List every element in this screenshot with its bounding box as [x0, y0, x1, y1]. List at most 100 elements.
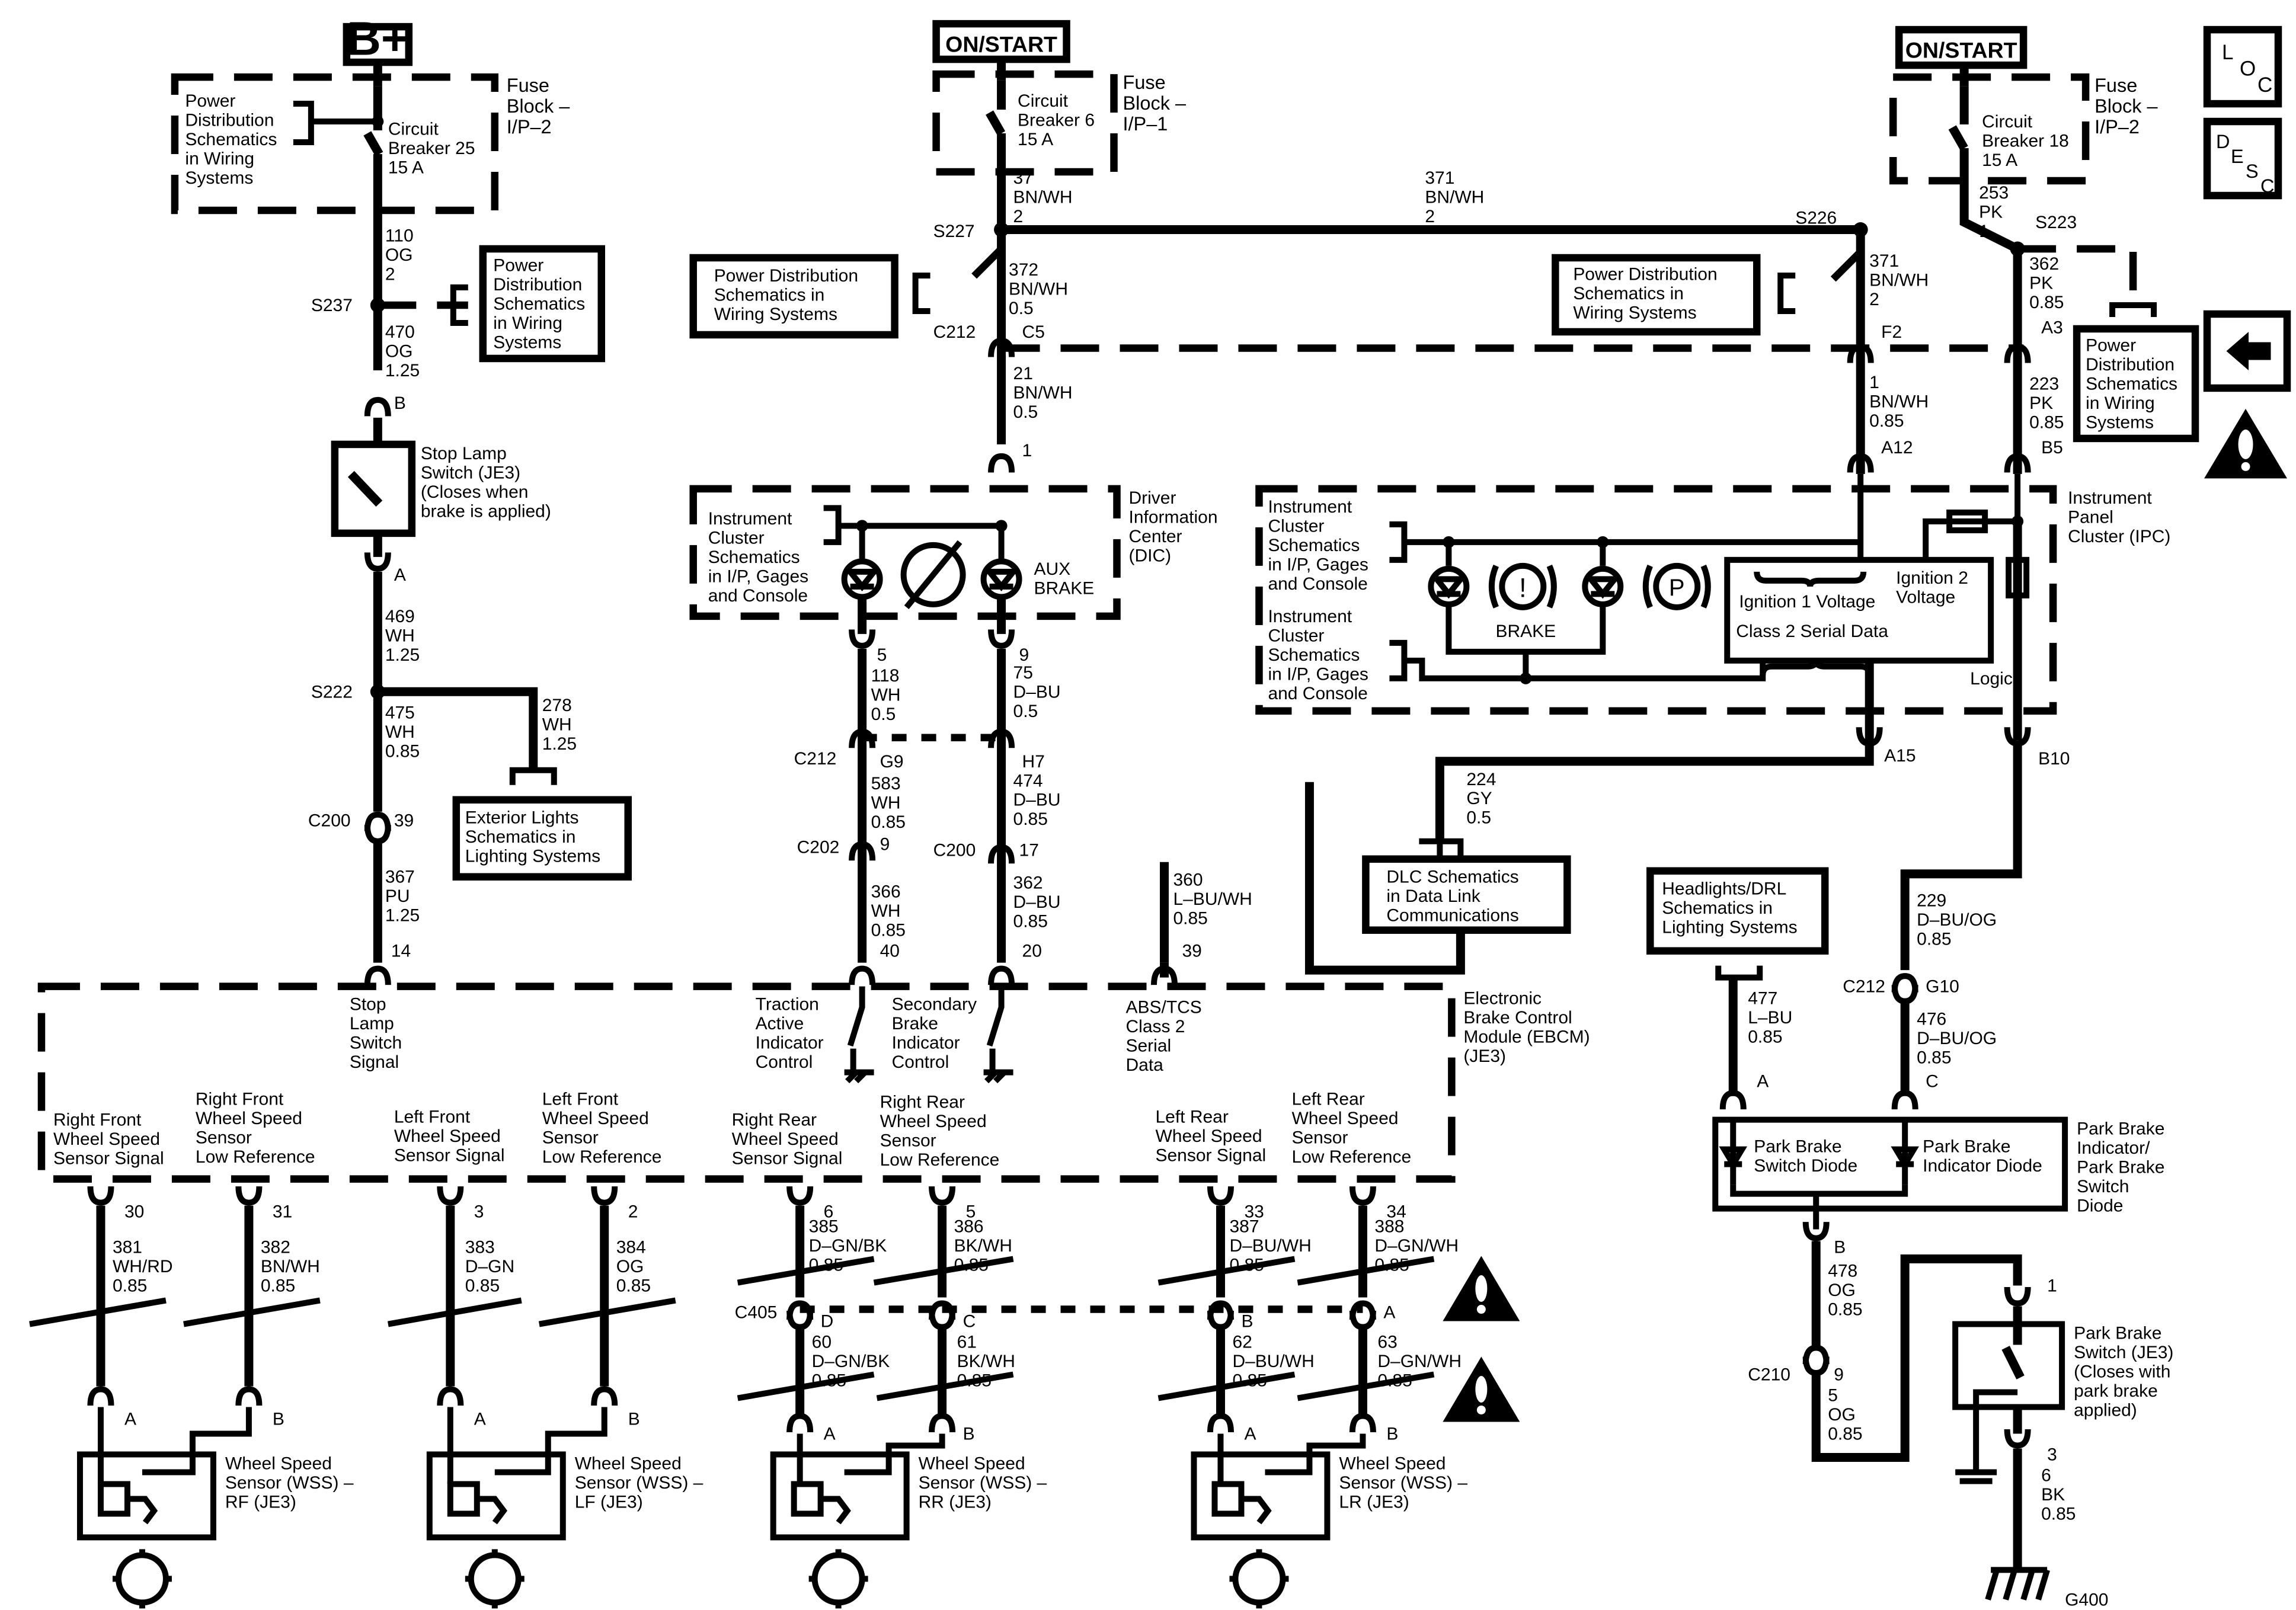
svg-text:Lighting Systems: Lighting Systems — [1662, 918, 1797, 937]
headlights-ref-text: Headlights/DRL Schematics in Lighting Sy… — [1662, 879, 1797, 937]
svg-text:388: 388 — [1374, 1217, 1404, 1237]
svg-text:Switch: Switch — [350, 1033, 402, 1053]
wss-rf: Wheel Speed Sensor (WSS) – RF (JE3) — [76, 1451, 354, 1609]
svg-text:Traction: Traction — [756, 995, 819, 1014]
svg-text:WH: WH — [871, 793, 901, 813]
svg-text:Wheel Speed: Wheel Speed — [732, 1129, 839, 1149]
stop-lamp-switch — [331, 440, 416, 537]
svg-text:Information: Information — [1129, 507, 1218, 527]
svg-text:1.25: 1.25 — [385, 906, 420, 926]
fuse-left-labels: Fuse Block – I/P–2 Power Distribution Sc… — [185, 75, 570, 188]
svg-text:0.85: 0.85 — [1917, 930, 1951, 949]
on-start-box-center: ON/START — [932, 20, 1070, 63]
svg-text:C212: C212 — [1843, 977, 1885, 997]
wss-rr: Wheel Speed Sensor (WSS) – RR (JE3) — [770, 1451, 1047, 1609]
svg-text:Module (EBCM): Module (EBCM) — [1463, 1028, 1590, 1047]
svg-text:(JE3): (JE3) — [1463, 1046, 1506, 1066]
svg-text:0.85: 0.85 — [616, 1276, 651, 1296]
svg-text:Communications: Communications — [1386, 906, 1518, 926]
svg-text:Sensor Signal: Sensor Signal — [394, 1146, 505, 1166]
svg-text:RF (JE3): RF (JE3) — [225, 1492, 296, 1512]
svg-text:P: P — [1669, 575, 1685, 601]
wire-5-og: 5 OG 0.85 — [1828, 1385, 1862, 1443]
svg-text:D: D — [821, 1312, 834, 1331]
svg-text:372: 372 — [1009, 260, 1038, 280]
svg-text:I/P–2: I/P–2 — [507, 116, 552, 137]
headlights-ref[interactable] — [1646, 867, 1829, 955]
exterior-lights-ref[interactable] — [452, 796, 632, 881]
svg-text:Instrument: Instrument — [1268, 607, 1352, 626]
svg-text:C212: C212 — [794, 749, 837, 769]
wire-118: 118 WH 0.5 — [871, 666, 901, 724]
svg-text:0.85: 0.85 — [1748, 1028, 1782, 1047]
svg-text:Sensor: Sensor — [196, 1128, 252, 1148]
svg-text:OG: OG — [385, 341, 413, 361]
svg-text:Wheel Speed: Wheel Speed — [1339, 1454, 1446, 1473]
svg-text:F2: F2 — [1881, 322, 1902, 342]
svg-text:9: 9 — [1019, 645, 1029, 665]
svg-text:A: A — [1757, 1072, 1769, 1092]
svg-text:Signal: Signal — [350, 1052, 399, 1072]
svg-text:LF (JE3): LF (JE3) — [575, 1492, 643, 1512]
desc-icon[interactable]: D E S C — [2203, 117, 2282, 200]
ebcm-label: Electronic Brake Control Module (EBCM) (… — [1463, 989, 1590, 1066]
arrow-left-icon[interactable] — [2203, 310, 2291, 392]
svg-text:ON/START: ON/START — [945, 32, 1057, 57]
wire-360: 360 L–BU/WH 0.85 — [1173, 870, 1252, 929]
svg-text:PK: PK — [2029, 273, 2053, 293]
svg-text:15 A: 15 A — [1018, 130, 1053, 149]
svg-text:Schematics: Schematics — [185, 130, 277, 149]
svg-text:PK: PK — [1979, 203, 2003, 222]
dlc-ref[interactable] — [1362, 855, 1571, 934]
svg-text:223: 223 — [2029, 374, 2059, 393]
svg-text:476: 476 — [1917, 1010, 1946, 1029]
svg-text:5: 5 — [966, 1202, 976, 1222]
svg-text:Systems: Systems — [185, 168, 253, 188]
svg-text:9: 9 — [880, 835, 890, 854]
wss-lr: Wheel Speed Sensor (WSS) – LR (JE3) — [1191, 1451, 1467, 1609]
svg-text:31: 31 — [273, 1202, 292, 1222]
pd-ref-right[interactable] — [1552, 254, 1761, 336]
svg-text:RR (JE3): RR (JE3) — [919, 1492, 992, 1512]
svg-text:A: A — [124, 1409, 136, 1429]
traction-off-icon — [900, 540, 966, 610]
svg-text:Lighting Systems: Lighting Systems — [465, 847, 600, 866]
svg-text:Left Front: Left Front — [394, 1108, 471, 1127]
svg-text:Park Brake: Park Brake — [2077, 1158, 2164, 1177]
svg-text:Electronic: Electronic — [1463, 989, 1542, 1009]
pd-ref-left[interactable] — [479, 245, 605, 363]
loc-icon[interactable]: L O C — [2203, 25, 2282, 108]
svg-text:1.25: 1.25 — [385, 645, 420, 665]
svg-text:0.85: 0.85 — [261, 1276, 295, 1296]
ground-g400: G400 — [1985, 1567, 2108, 1609]
svg-text:D–BU: D–BU — [1013, 682, 1061, 702]
svg-text:Brake Control: Brake Control — [1463, 1008, 1572, 1028]
svg-text:Wheel Speed: Wheel Speed — [1155, 1126, 1262, 1146]
svg-text:WH: WH — [542, 715, 572, 734]
svg-text:Breaker 6: Breaker 6 — [1018, 111, 1095, 130]
svg-text:Right Front: Right Front — [53, 1110, 142, 1130]
svg-text:Wiring Systems: Wiring Systems — [1573, 303, 1696, 322]
svg-text:Power: Power — [185, 91, 235, 111]
svg-text:469: 469 — [385, 607, 415, 626]
svg-text:I/P–2: I/P–2 — [2094, 116, 2140, 137]
svg-text:WH: WH — [385, 626, 415, 645]
svg-text:S226: S226 — [1795, 209, 1837, 228]
wire-371-main: 371 BN/WH 2 — [1425, 168, 1484, 226]
svg-text:Power Distribution: Power Distribution — [1573, 264, 1717, 284]
svg-text:33: 33 — [1244, 1202, 1264, 1222]
svg-text:3: 3 — [2047, 1445, 2057, 1464]
svg-text:Schematics in: Schematics in — [1662, 898, 1773, 918]
svg-text:367: 367 — [385, 868, 415, 887]
svg-text:34: 34 — [1386, 1202, 1406, 1222]
pd-ref-center[interactable] — [689, 254, 898, 339]
pd-ref-far-right[interactable] — [2073, 325, 2199, 443]
fuse-center-labels: Fuse Block – I/P–1 Circuit Breaker 6 15 … — [1018, 72, 1187, 149]
ipc-ref-1: Instrument Cluster Schematics in I/P, Ga… — [1268, 497, 1368, 594]
ipc-module — [1255, 485, 2057, 715]
svg-text:Sensor Signal: Sensor Signal — [732, 1149, 843, 1169]
svg-text:and Console: and Console — [1268, 574, 1367, 594]
svg-text:583: 583 — [871, 774, 901, 793]
svg-text:Sensor Signal: Sensor Signal — [53, 1149, 164, 1169]
svg-text:15 A: 15 A — [1982, 151, 2017, 170]
